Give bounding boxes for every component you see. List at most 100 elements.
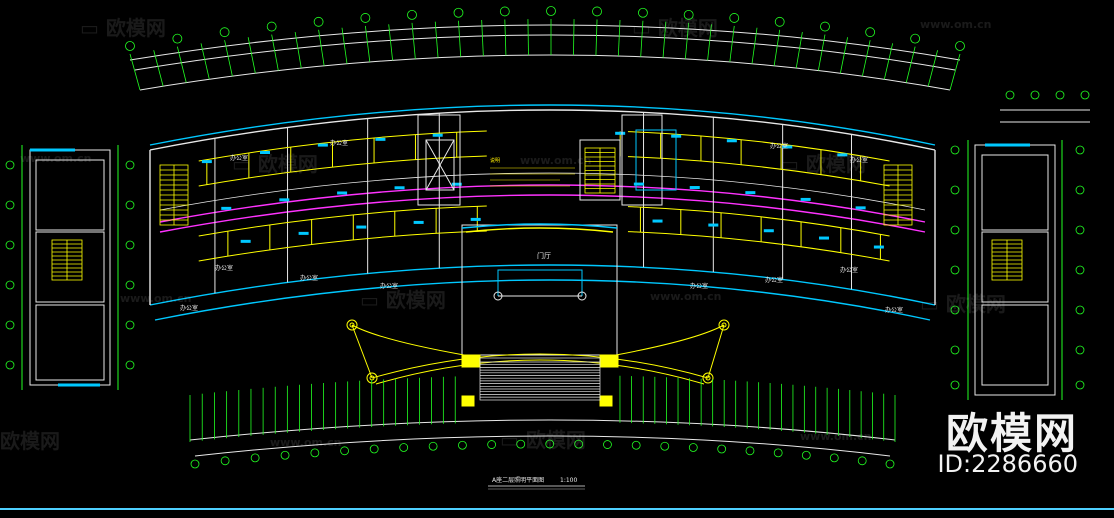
room-label: 办公室	[330, 139, 348, 147]
building-outline	[149, 104, 936, 321]
axis-tick	[817, 34, 826, 71]
room-label: 办公室	[770, 142, 788, 150]
axis-bubble	[125, 240, 135, 250]
drawing-title: A座二层照明平面图	[492, 476, 544, 484]
axis-bubble	[5, 360, 15, 370]
axis-bubble	[360, 13, 371, 23]
axis-tick	[247, 37, 256, 74]
axis-tick	[795, 32, 803, 69]
room-label: 办公室	[230, 154, 248, 162]
notes-block: 说明	[490, 157, 575, 187]
axis-bubble	[5, 280, 15, 290]
axis-bubble	[399, 443, 409, 452]
lighting-wiring	[198, 130, 890, 262]
axis-bubble	[774, 16, 785, 27]
axis-bubble	[458, 440, 467, 450]
bottom-axis-bubbles	[190, 439, 895, 469]
axis-bubble	[250, 453, 260, 463]
axis-tick	[640, 20, 644, 57]
room-label: 办公室	[380, 282, 398, 290]
light-fixture	[855, 206, 866, 210]
axis-tick	[527, 19, 529, 56]
room-label: 办公室	[885, 306, 903, 314]
light-fixture	[615, 131, 626, 135]
right-wing-stair	[991, 239, 1023, 281]
axis-bubble	[125, 280, 135, 290]
axis-tick	[707, 24, 712, 61]
axis-bubble	[1075, 225, 1085, 235]
drawing-scale: 1:100	[560, 477, 577, 484]
light-fixture	[356, 225, 367, 229]
axis-bubble	[1075, 265, 1085, 275]
axis-tick	[662, 21, 667, 58]
axis-bubble	[5, 320, 15, 330]
axis-bubble	[219, 27, 230, 38]
axis-bubble	[1055, 90, 1065, 100]
stair-right	[883, 164, 913, 226]
wiring-run	[198, 155, 487, 187]
light-fixture	[633, 182, 644, 186]
axis-bubble	[1075, 305, 1085, 315]
axis-bubble	[857, 456, 867, 466]
left-wing-stair	[51, 239, 83, 281]
top-axis-bubbles	[125, 6, 965, 51]
axis-bubble	[950, 265, 960, 275]
axis-tick	[905, 46, 916, 83]
axis-bubble	[683, 9, 694, 20]
axis-bubble	[5, 240, 15, 250]
right-wing-bubbles	[950, 90, 1090, 390]
axis-bubble	[950, 345, 960, 355]
axis-tick	[318, 29, 325, 66]
axis-bubble	[1080, 90, 1090, 100]
bottom-edge-line	[0, 508, 1114, 510]
axis-bubble	[125, 360, 135, 370]
note-label: 说明	[490, 157, 500, 164]
axis-bubble	[280, 450, 290, 460]
left-wing	[21, 145, 119, 390]
left-wing-bubbles	[5, 160, 135, 370]
wiring-run	[198, 205, 487, 237]
axis-bubble	[313, 16, 324, 27]
axis-bubble	[453, 7, 464, 18]
light-fixture	[279, 198, 290, 202]
axis-tick	[224, 40, 233, 77]
axis-tick	[617, 19, 621, 56]
axis-bubble	[1005, 90, 1015, 100]
light-fixture	[240, 239, 251, 243]
light-fixture	[432, 133, 443, 137]
room-label: 办公室	[180, 304, 198, 312]
axis-bubble	[631, 440, 641, 450]
entrance-canopy	[346, 319, 730, 407]
central-core	[417, 114, 677, 206]
hall: 门厅	[461, 223, 618, 356]
axis-bubble	[220, 456, 230, 466]
axis-bubble	[190, 459, 200, 469]
light-fixture	[819, 236, 830, 240]
light-fixtures	[201, 131, 884, 249]
axis-bubble	[1075, 345, 1085, 355]
room-label: 办公室	[300, 274, 318, 282]
axis-tick	[176, 46, 187, 83]
room-label: 办公室	[215, 264, 233, 272]
axis-bubble	[660, 441, 670, 451]
axis-tick	[271, 34, 279, 71]
axis-bubble	[340, 446, 349, 456]
axis-bubble	[773, 448, 783, 458]
light-fixture	[763, 229, 774, 233]
axis-bubble	[428, 441, 438, 451]
axis-tick	[294, 32, 302, 69]
axis-bubble	[545, 439, 555, 449]
axis-bubble	[829, 453, 839, 463]
axis-bubble	[574, 439, 584, 449]
axis-bubble	[499, 6, 510, 17]
axis-bubble	[1075, 380, 1085, 390]
corridor-lines	[159, 172, 926, 233]
axis-tick	[927, 50, 938, 87]
watermark-brand-large: 欧模网	[945, 409, 1078, 458]
axis-tick	[773, 29, 781, 66]
axis-tick	[364, 25, 371, 62]
axis-bubble	[125, 320, 135, 330]
axis-tick	[949, 53, 961, 91]
